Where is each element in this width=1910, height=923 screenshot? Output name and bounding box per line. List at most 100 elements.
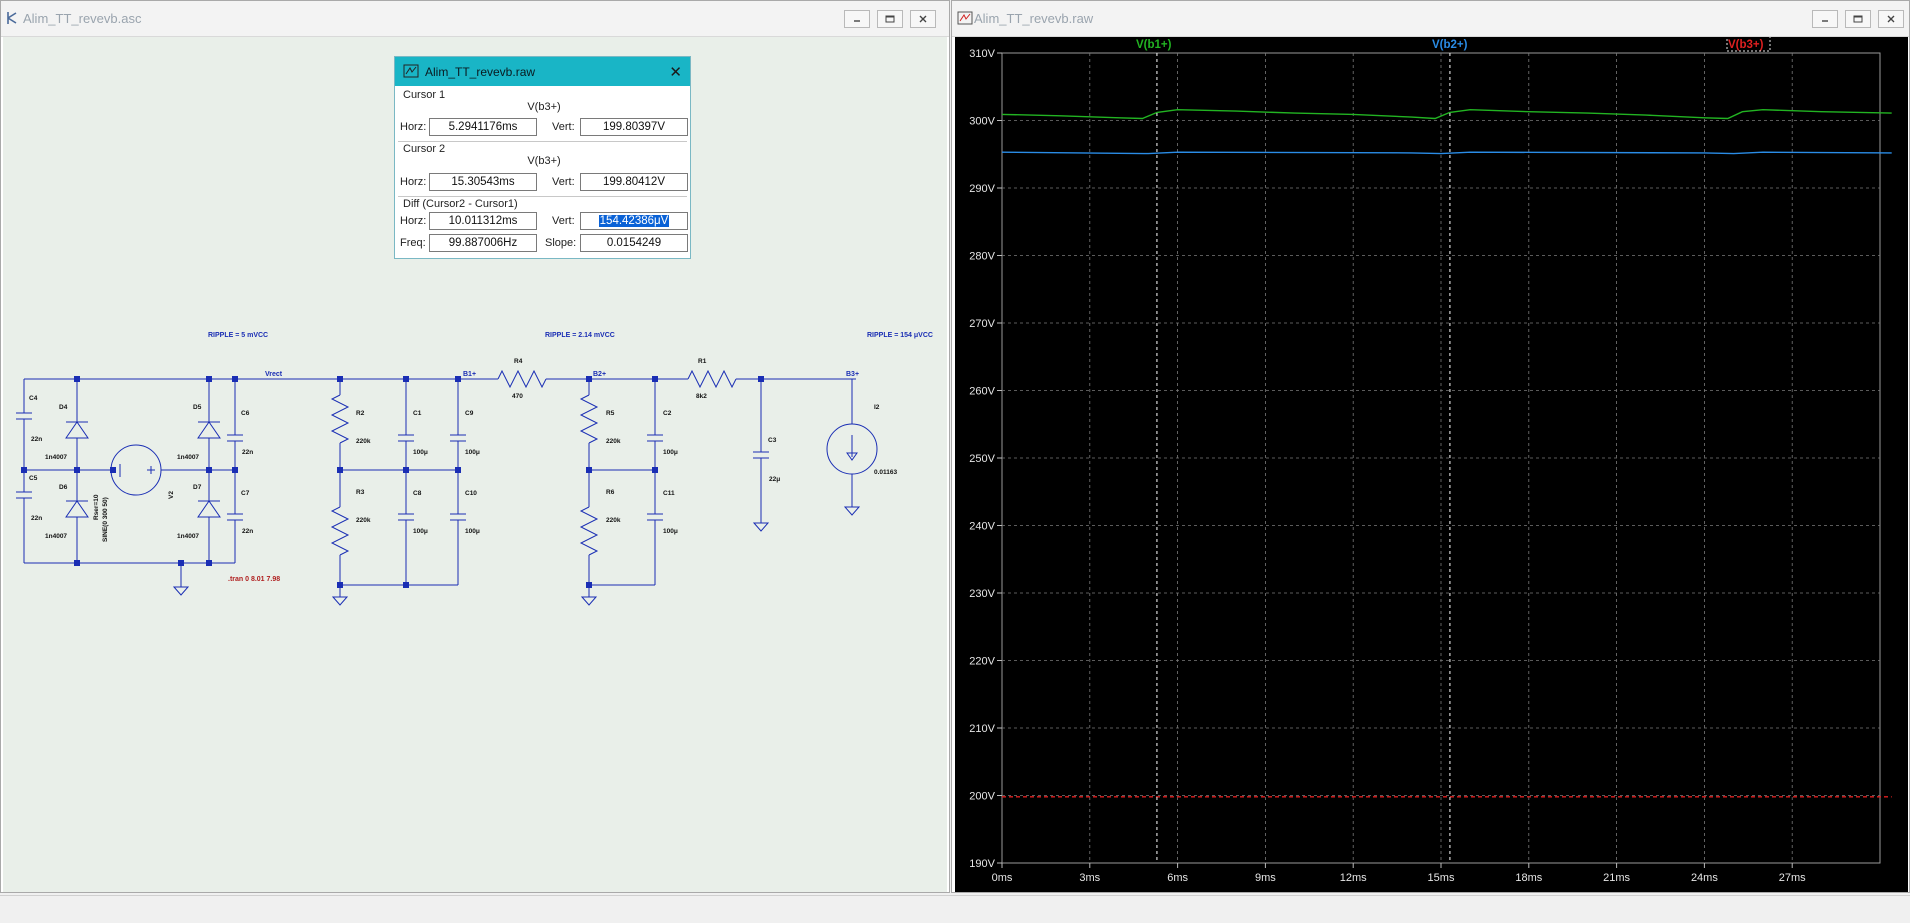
- legend-item-1[interactable]: V(b1+): [1136, 39, 1172, 51]
- minimize-button[interactable]: [844, 10, 870, 28]
- cursor2-vert-field[interactable]: 199.80412V: [580, 173, 688, 191]
- cursor2-vert-label: Vert:: [552, 176, 575, 188]
- waveform-titlebar[interactable]: Alim_TT_revevb.raw: [952, 1, 1909, 37]
- label-r6-val: 220k: [606, 517, 621, 524]
- diff-horz-label: Horz:: [400, 215, 427, 227]
- label-v2-src: SINE(0 300 50): [102, 497, 109, 542]
- x-tick-label: 12ms: [1340, 872, 1367, 884]
- label-c11: C11: [663, 490, 675, 497]
- close-icon[interactable]: ✕: [669, 64, 682, 81]
- label-c8: C8: [413, 490, 422, 497]
- cursor-dialog-titlebar[interactable]: Alim_TT_revevb.raw ✕: [395, 57, 690, 86]
- y-tick-label: 290V: [969, 183, 995, 195]
- divider: [398, 196, 687, 197]
- y-tick-label: 250V: [969, 453, 995, 465]
- cursor1-label: Cursor 1: [403, 89, 446, 101]
- cursor-dialog: Alim_TT_revevb.raw ✕ Cursor 1 V(b3+) Hor…: [394, 56, 691, 259]
- net-b1: B1+: [463, 371, 476, 378]
- label-r2: R2: [356, 410, 365, 417]
- status-bar: [0, 895, 1910, 923]
- slope-field[interactable]: 0.0154249: [580, 234, 688, 252]
- label-c6-val: 22n: [242, 449, 253, 456]
- y-tick-label: 240V: [969, 521, 995, 533]
- label-d5-val: 1n4007: [177, 454, 199, 461]
- label-c5: C5: [29, 475, 38, 482]
- label-r5: R5: [606, 410, 615, 417]
- y-tick-label: 310V: [969, 48, 995, 60]
- y-tick-label: 210V: [969, 723, 995, 735]
- minimize-button[interactable]: [1812, 10, 1838, 28]
- label-c1-val: 100μ: [413, 449, 428, 456]
- close-button[interactable]: [1878, 10, 1904, 28]
- label-c4: C4: [29, 395, 38, 402]
- label-v2: V2: [168, 491, 175, 499]
- cursor-dialog-title: Alim_TT_revevb.raw: [425, 65, 536, 79]
- slope-label: Slope:: [545, 237, 577, 249]
- y-tick-label: 260V: [969, 386, 995, 398]
- label-r4-val: 470: [512, 393, 523, 400]
- label-c3: C3: [768, 437, 777, 444]
- x-tick-label: 24ms: [1691, 872, 1718, 884]
- net-b3: B3+: [846, 371, 859, 378]
- series-line-1: [1001, 108, 1892, 120]
- label-c2-val: 100μ: [663, 449, 678, 456]
- label-r1-val: 8k2: [696, 393, 707, 400]
- y-tick-label: 220V: [969, 656, 995, 668]
- y-tick-label: 200V: [969, 791, 995, 803]
- x-tick-label: 18ms: [1515, 872, 1542, 884]
- restore-button[interactable]: [1845, 10, 1871, 28]
- cursor1-horz-field[interactable]: 5.2941176ms: [429, 118, 537, 136]
- waveform-app-icon: [957, 11, 973, 30]
- label-c7-val: 22n: [242, 528, 253, 535]
- x-tick-label: 21ms: [1603, 872, 1630, 884]
- legend-item-3[interactable]: V(b3+): [1728, 39, 1764, 51]
- label-r1: R1: [698, 358, 707, 365]
- label-c10-val: 100μ: [465, 528, 480, 535]
- label-c5-val: 22n: [31, 515, 42, 522]
- label-c7: C7: [241, 490, 250, 497]
- label-d5: D5: [193, 404, 202, 411]
- label-c9-val: 100μ: [465, 449, 480, 456]
- cursor2-horz-label: Horz:: [400, 176, 427, 188]
- cursor1-horz-label: Horz:: [400, 121, 427, 133]
- diff-vert-field[interactable]: 154.42386μV: [580, 212, 688, 230]
- series-line-2: [1001, 151, 1892, 155]
- label-c3-val: 22μ: [769, 476, 780, 483]
- y-tick-label: 300V: [969, 116, 995, 128]
- schematic-titlebar[interactable]: Alim_TT_revevb.asc: [1, 1, 949, 37]
- diff-vert-selected-text: 154.42386μV: [598, 215, 670, 227]
- x-tick-label: 6ms: [1167, 872, 1188, 884]
- x-tick-label: 15ms: [1428, 872, 1455, 884]
- diff-horz-field[interactable]: 10.011312ms: [429, 212, 537, 230]
- label-c9: C9: [465, 410, 474, 417]
- divider: [398, 141, 687, 142]
- y-tick-label: 190V: [969, 858, 995, 870]
- tran-directive: .tran 0 8.01 7.98: [228, 576, 280, 583]
- diff-vert-label: Vert:: [552, 215, 575, 227]
- label-r6: R6: [606, 489, 615, 496]
- cursor2-horz-field[interactable]: 15.30543ms: [429, 173, 537, 191]
- schematic-app-icon: [6, 11, 18, 30]
- restore-button[interactable]: [877, 10, 903, 28]
- x-tick-label: 9ms: [1255, 872, 1276, 884]
- freq-field[interactable]: 99.887006Hz: [429, 234, 537, 252]
- label-c6: C6: [241, 410, 250, 417]
- freq-label: Freq:: [400, 237, 426, 249]
- close-button[interactable]: [910, 10, 936, 28]
- legend-selected-box: [1726, 37, 1771, 52]
- cursor1-vert-field[interactable]: 199.80397V: [580, 118, 688, 136]
- legend-item-2[interactable]: V(b2+): [1432, 39, 1468, 51]
- cursor1-signal: V(b3+): [527, 101, 561, 113]
- label-i2-val: 0.01163: [874, 469, 898, 476]
- x-tick-label: 27ms: [1779, 872, 1806, 884]
- cursor2-label: Cursor 2: [403, 143, 446, 155]
- net-vrect: Vrect: [265, 371, 283, 378]
- diff-label: Diff (Cursor2 - Cursor1): [403, 198, 518, 210]
- label-r2-val: 220k: [356, 438, 371, 445]
- net-b2: B2+: [593, 371, 606, 378]
- ripple-label-2: RIPPLE = 2.14 mVCC: [545, 332, 615, 339]
- waveform-dialog-icon: [403, 63, 419, 84]
- label-c4-val: 22n: [31, 436, 42, 443]
